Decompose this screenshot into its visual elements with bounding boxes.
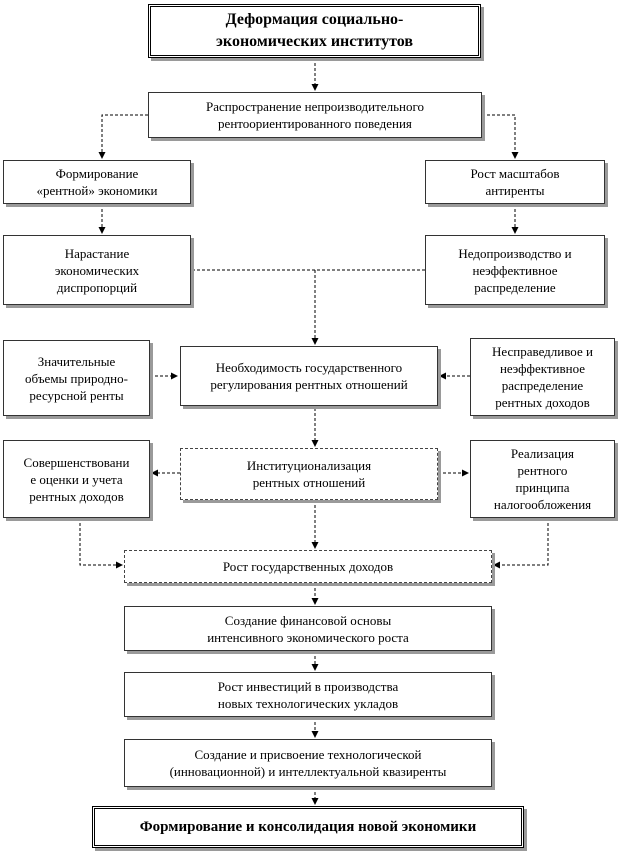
box-disproportions: Нарастание экономических диспропорций (3, 235, 191, 305)
box-rent-economy: Формирование «рентной» экономики (3, 160, 191, 204)
diagram-title-bottom: Формирование и консолидация новой эконом… (92, 806, 524, 848)
diagram-title-top: Деформация социально- экономических инст… (148, 4, 481, 58)
box-state-regulation: Необходимость государственного регулиров… (180, 346, 438, 406)
box-spread-behavior: Распространение непроизводительного рент… (148, 92, 482, 138)
box-underproduction: Недопроизводство и неэффективное распред… (425, 235, 605, 305)
box-assessment-improvement: Совершенствовани е оценки и учета рентны… (3, 440, 150, 518)
box-anti-rent-growth: Рост масштабов антиренты (425, 160, 605, 204)
arrow-spread-to-anti-rent (482, 114, 519, 159)
box-taxation-principle: Реализация рентного принципа налогооблож… (470, 440, 615, 518)
box-state-revenue: Рост государственных доходов (124, 550, 492, 583)
box-natural-rent: Значительные объемы природно- ресурсной … (3, 340, 150, 416)
arrow-assessment-to-revenue (79, 518, 123, 569)
box-financial-basis: Создание финансовой основы интенсивного … (124, 606, 492, 651)
arrow-taxation-to-revenue (493, 518, 549, 569)
arrow-spread-to-rent-economy (98, 114, 148, 159)
box-institutionalization: Институционализация рентных отношений (180, 448, 438, 500)
box-unfair-distribution: Несправедливое и неэффективное распредел… (470, 338, 615, 416)
box-investment-growth: Рост инвестиций в производства новых тех… (124, 672, 492, 717)
box-quasi-rent: Создание и присвоение технологической (и… (124, 739, 492, 787)
